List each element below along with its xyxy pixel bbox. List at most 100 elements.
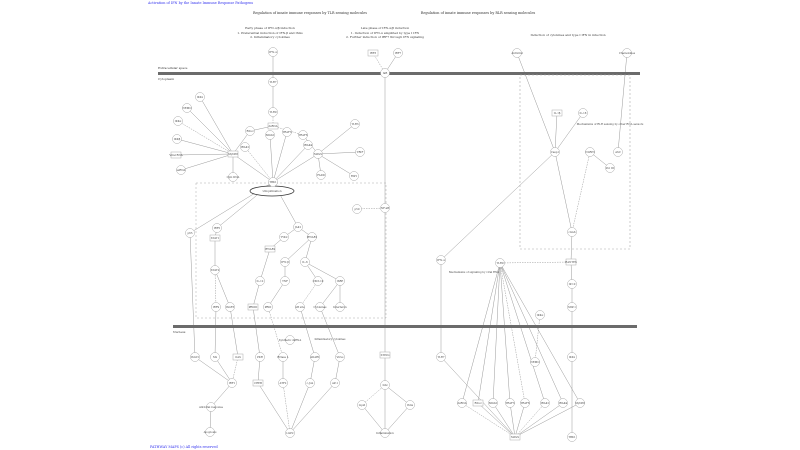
node-myd88[interactable]: MyD88: [227, 150, 239, 158]
node-irf5[interactable]: IRF5: [212, 223, 222, 233]
node-irf3[interactable]: IRF3: [367, 49, 379, 57]
node-ikk-[interactable]: IKKε: [567, 352, 577, 362]
node-ssrna[interactable]: ssRNA: [176, 165, 186, 175]
node-oas[interactable]: OAS: [232, 353, 244, 361]
node-prdiii[interactable]: PRDIII: [247, 303, 259, 311]
node-nemo[interactable]: NEMO: [530, 357, 540, 367]
header-link[interactable]: Activation of IFN by the Innate Immune R…: [147, 1, 253, 5]
node-fadd[interactable]: FADD: [316, 170, 326, 180]
node-inflammation[interactable]: Inflammation: [376, 428, 394, 438]
node-traf3[interactable]: TRAF3: [282, 127, 292, 137]
node-isre[interactable]: ISRE: [335, 276, 345, 286]
node-apoptosis[interactable]: Apoptosis: [203, 427, 218, 437]
node-rip1[interactable]: RIP1: [349, 171, 359, 181]
node-atf2[interactable]: ATF2: [278, 378, 288, 388]
node-p50[interactable]: p50: [352, 204, 362, 214]
node-isg15[interactable]: ISG15: [190, 352, 200, 362]
node-irf7[interactable]: IRF7: [393, 48, 403, 58]
node--b-site[interactable]: κB site: [295, 302, 305, 312]
node-traf6[interactable]: TRAF6: [520, 398, 530, 408]
node-chemokines[interactable]: Chemokines: [619, 48, 636, 58]
node-il-1-[interactable]: IL-1β: [551, 109, 563, 117]
node-tlr7[interactable]: TLR7: [436, 352, 446, 362]
node-isgf3[interactable]: ISGF3: [225, 302, 235, 312]
node-casp1[interactable]: Casp1: [550, 147, 560, 157]
node-ifn-[interactable]: IFN-α: [436, 255, 446, 265]
node-c-jun[interactable]: c-Jun: [305, 378, 315, 388]
node-cxcl10[interactable]: CXCL10: [313, 276, 324, 286]
node-nemo[interactable]: NEMO: [182, 103, 192, 113]
node-rnase-l[interactable]: RNase L: [277, 352, 289, 362]
node-antiviral[interactable]: Antiviral: [510, 48, 523, 58]
node-tlr7[interactable]: TLR7: [268, 77, 278, 87]
node-ifn-[interactable]: IFN-β: [280, 257, 290, 267]
node-synthetic-dsrna[interactable]: Synthetic dsRNA: [279, 335, 302, 345]
node-mda5[interactable]: MDA5: [265, 130, 275, 140]
node-irf1[interactable]: IRF1: [227, 378, 237, 388]
node-ifn-[interactable]: IFN-α: [268, 47, 278, 57]
node-cpg-dna[interactable]: CpG DNA: [227, 172, 240, 182]
node-pkr[interactable]: PKR: [255, 352, 265, 362]
node-ap-1[interactable]: AP-1: [330, 378, 340, 388]
node-irak4[interactable]: IRAK4: [558, 398, 568, 408]
node-tnf[interactable]: TNF: [280, 276, 290, 286]
node-ip-10[interactable]: IP-10: [567, 279, 577, 289]
node-sting[interactable]: STING: [379, 351, 391, 359]
node-tlr9[interactable]: TLR9: [495, 258, 505, 268]
node-i-b[interactable]: IκB: [380, 68, 390, 78]
node-tbk1[interactable]: TBK1: [567, 432, 577, 442]
node-il-6[interactable]: IL-6: [300, 257, 310, 267]
node-tlr9[interactable]: TLR9: [268, 107, 278, 117]
node-tbk1[interactable]: TBK1: [268, 177, 278, 187]
node-interferon[interactable]: Interferon: [333, 302, 347, 312]
node-pol-iii[interactable]: Pol III: [605, 163, 615, 173]
node-antiviral-response[interactable]: Antiviral response: [198, 402, 223, 412]
node-ikk-[interactable]: IKKε: [195, 92, 205, 102]
node-mavs[interactable]: MAVS: [313, 149, 323, 159]
node-il-18[interactable]: IL-18: [578, 108, 588, 118]
node-stat2[interactable]: STAT2: [210, 265, 220, 275]
node-tlr3[interactable]: TLR3: [350, 119, 360, 129]
node-jak1[interactable]: JAK1: [293, 222, 303, 232]
node-traf6[interactable]: TRAF6: [298, 130, 308, 140]
node-virus[interactable]: Virus: [335, 352, 345, 362]
node-lgp2[interactable]: LGP2: [285, 428, 295, 438]
node-tyk2[interactable]: TYK2: [279, 232, 289, 242]
node-traf3[interactable]: TRAF3: [505, 398, 515, 408]
node-dsrna[interactable]: dsRNA: [267, 122, 279, 130]
node-cgas[interactable]: cGAS: [567, 227, 577, 237]
node-irf9[interactable]: IRF9: [211, 302, 221, 312]
node-nf-b[interactable]: NF-κB: [380, 203, 390, 213]
footer-link[interactable]: PATHWAY MAPS (c) All rights reserved: [150, 445, 218, 449]
node-irak1[interactable]: IRAK1: [240, 142, 250, 152]
node-p65[interactable]: p65: [185, 228, 195, 238]
node-adar1[interactable]: ADAR1: [309, 352, 320, 362]
node-mda5[interactable]: MDA5: [488, 398, 498, 408]
node-rig-i[interactable]: RIG-I: [245, 126, 255, 136]
node-viral-rna[interactable]: Viral RNA: [168, 151, 183, 159]
node-ifnar1[interactable]: IFNAR1: [307, 232, 318, 242]
node-ikk-[interactable]: IKKα: [535, 310, 545, 320]
node-dsrna[interactable]: dsRNA: [457, 398, 467, 408]
node-mavs[interactable]: MAVS: [509, 433, 521, 441]
node-irak1[interactable]: IRAK1: [540, 398, 550, 408]
node-dai[interactable]: DAI: [380, 380, 390, 390]
node-rig-i[interactable]: RIG-I: [472, 399, 484, 407]
node-isgs[interactable]: ISGs: [405, 400, 415, 410]
node-myd88[interactable]: MyD88: [575, 398, 585, 408]
node-nlrp3[interactable]: NLRP3: [585, 147, 595, 157]
node-il-12[interactable]: IL-12: [255, 276, 265, 286]
node-ikk-[interactable]: IKKβ: [172, 134, 182, 144]
node-prdi[interactable]: PRDI: [263, 302, 273, 312]
node-cytokines[interactable]: Cytokines: [314, 302, 328, 312]
node-lipid[interactable]: Lipid: [357, 400, 367, 410]
node-ifnar2[interactable]: IFNAR2: [265, 245, 276, 253]
node-ikk-[interactable]: IKKα: [173, 116, 183, 126]
node-irak4[interactable]: IRAK4: [303, 140, 313, 150]
node-stat1[interactable]: STAT1: [209, 234, 221, 242]
node-creb[interactable]: CREB: [252, 379, 264, 387]
node-mip-1[interactable]: MIP-1: [567, 302, 577, 312]
node-trif[interactable]: TRIF: [355, 147, 365, 157]
node-asc[interactable]: ASC: [613, 147, 623, 157]
node-mx[interactable]: Mx: [210, 352, 220, 362]
